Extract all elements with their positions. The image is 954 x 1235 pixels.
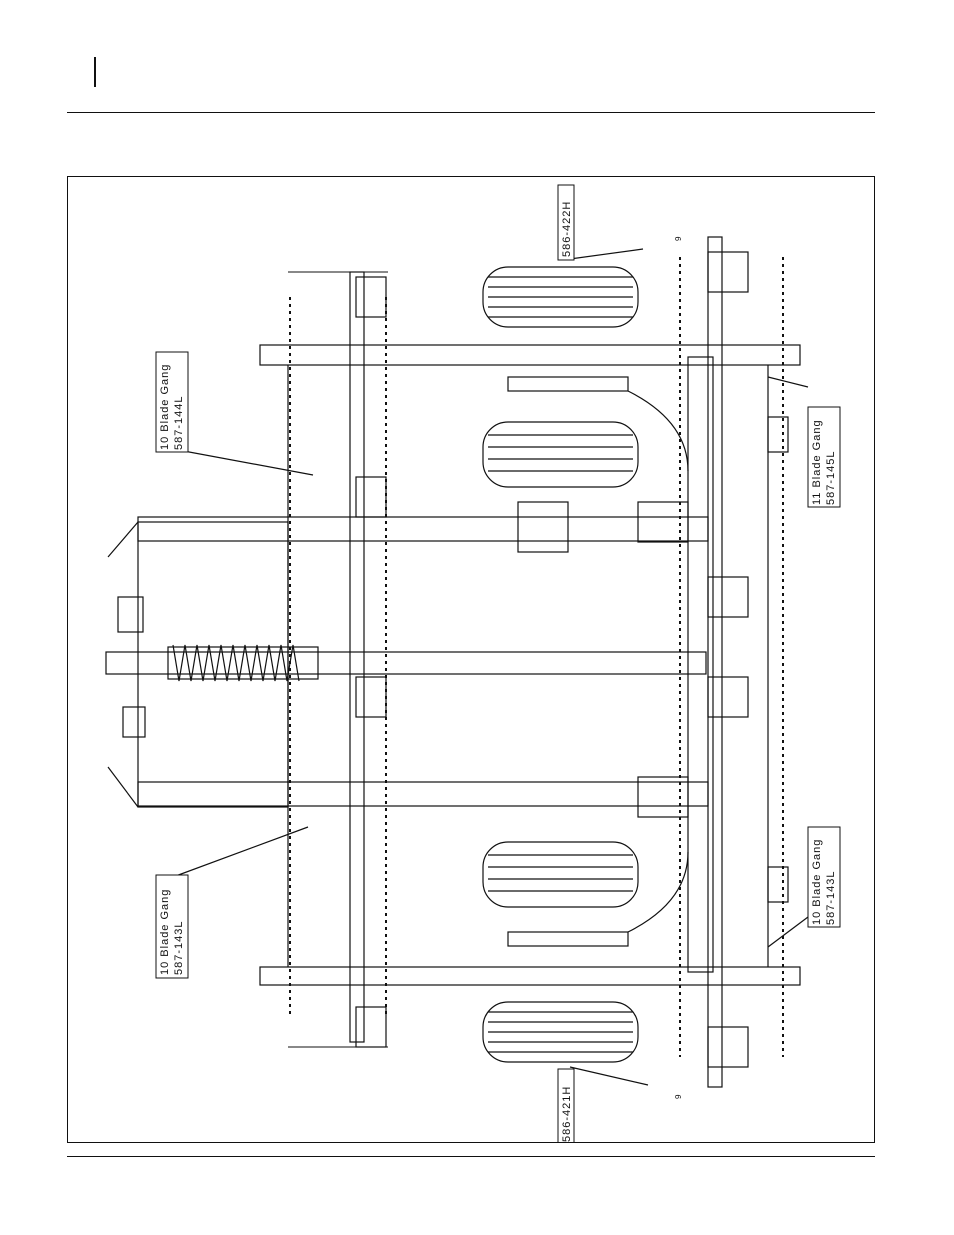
implement-top-view-drawing: 586-422H 586-421H 10 Blade Gang 587-144L…	[68, 177, 875, 1143]
hitch-tongue	[106, 652, 706, 674]
svg-text:587-145L: 587-145L	[825, 451, 837, 506]
cylinder-lower	[508, 932, 628, 946]
svg-text:10 Blade Gang: 10 Blade Gang	[811, 839, 823, 925]
label-586-421H: 586-421H	[558, 1069, 574, 1143]
cylinder-upper	[508, 377, 628, 391]
svg-text:10 Blade Gang: 10 Blade Gang	[159, 364, 171, 450]
header-margin-bar	[94, 57, 96, 87]
svg-text:586-422H: 586-422H	[561, 201, 573, 257]
rear-main-beam	[688, 357, 713, 972]
cross-beam-upper	[138, 517, 708, 541]
figure-frame: 586-422H 586-421H 10 Blade Gang 587-144L…	[67, 176, 875, 1143]
leader-586-421H	[570, 1067, 648, 1085]
cross-beam-lower	[138, 782, 708, 806]
svg-text:10 Blade Gang: 10 Blade Gang	[159, 889, 171, 975]
front-gang-bar	[350, 272, 364, 1042]
header-rule	[67, 112, 875, 113]
frame-rail-bottom	[260, 967, 800, 985]
svg-text:586-421H: 586-421H	[561, 1086, 573, 1142]
label-gang-587-144L: 10 Blade Gang 587-144L	[156, 352, 188, 452]
leader-587-143L-right	[768, 917, 808, 947]
label-586-422H: 586-422H	[558, 185, 574, 260]
label-gang-587-145L: 11 Blade Gang 587-145L	[808, 407, 840, 507]
label-gang-587-143L-left: 10 Blade Gang 587-143L	[156, 875, 188, 978]
leader-587-145L	[768, 377, 808, 387]
footer-rule	[67, 1156, 875, 1157]
spring-assembly	[168, 645, 318, 681]
dimension-top: 9	[674, 236, 683, 241]
svg-text:11 Blade Gang: 11 Blade Gang	[811, 419, 823, 505]
tire-bottom	[483, 1002, 638, 1062]
leader-586-422H	[570, 249, 643, 259]
leader-587-144L	[173, 449, 313, 475]
tire-upper-mid	[483, 422, 638, 487]
svg-text:587-144L: 587-144L	[173, 396, 185, 451]
frame-rail-top	[260, 345, 800, 365]
dimension-bottom: 9	[674, 1094, 683, 1099]
svg-text:587-143L: 587-143L	[173, 921, 185, 976]
tire-top	[483, 267, 638, 327]
svg-text:587-143L: 587-143L	[825, 871, 837, 926]
tire-lower-mid	[483, 842, 638, 907]
label-gang-587-143L-right: 10 Blade Gang 587-143L	[808, 827, 840, 927]
